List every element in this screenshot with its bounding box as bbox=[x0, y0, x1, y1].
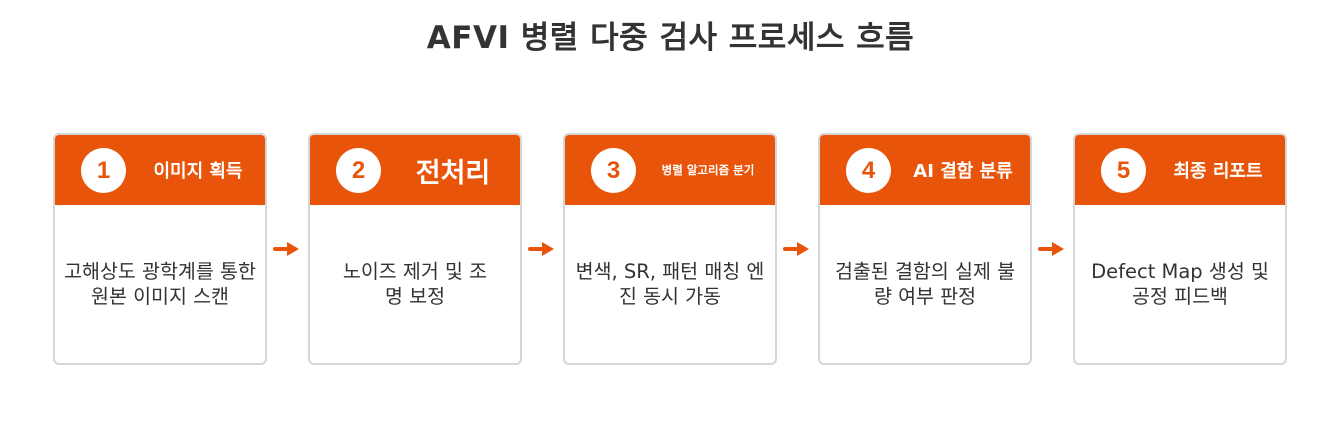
step-number-badge: 2 bbox=[336, 148, 381, 193]
step-description: 노이즈 제거 및 조명 보정 bbox=[342, 260, 488, 308]
arrow-right-icon bbox=[783, 240, 811, 258]
step-number-badge: 3 bbox=[591, 148, 636, 193]
step-title: 이미지 획득 bbox=[153, 161, 243, 182]
step-description: Defect Map 생성 및 공정 피드백 bbox=[1091, 260, 1269, 308]
arrow-right-icon bbox=[528, 240, 556, 258]
step-header: 4 AI 결함 분류 bbox=[820, 135, 1030, 205]
step-description: 고해상도 광학계를 통한 원본 이미지 스캔 bbox=[64, 260, 256, 308]
step-title: 전처리 bbox=[415, 157, 491, 189]
step-header: 2 전처리 bbox=[310, 135, 520, 205]
step-number-badge: 4 bbox=[846, 148, 891, 193]
step-card-4: 4 AI 결함 분류 검출된 결함의 실제 불량 여부 판정 bbox=[818, 133, 1032, 365]
step-number-badge: 1 bbox=[81, 148, 126, 193]
step-header: 1 이미지 획득 bbox=[55, 135, 265, 205]
step-header: 3 병렬 알고리즘 분기 bbox=[565, 135, 775, 205]
step-description: 변색, SR, 패턴 매칭 엔진 동시 가동 bbox=[575, 260, 765, 308]
step-card-5: 5 최종 리포트 Defect Map 생성 및 공정 피드백 bbox=[1073, 133, 1287, 365]
step-description: 검출된 결함의 실제 불량 여부 판정 bbox=[834, 260, 1016, 308]
step-card-2: 2 전처리 노이즈 제거 및 조명 보정 bbox=[308, 133, 522, 365]
step-title: 최종 리포트 bbox=[1173, 161, 1263, 182]
arrow-right-icon bbox=[273, 240, 301, 258]
step-card-3: 3 병렬 알고리즘 분기 변색, SR, 패턴 매칭 엔진 동시 가동 bbox=[563, 133, 777, 365]
arrow-right-icon bbox=[1038, 240, 1066, 258]
diagram-title: AFVI 병렬 다중 검사 프로세스 흐름 bbox=[426, 20, 915, 56]
step-card-1: 1 이미지 획득 고해상도 광학계를 통한 원본 이미지 스캔 bbox=[53, 133, 267, 365]
step-title: 병렬 알고리즘 분기 bbox=[661, 163, 755, 177]
step-title: AI 결함 분류 bbox=[913, 161, 1013, 182]
step-header: 5 최종 리포트 bbox=[1075, 135, 1285, 205]
step-number-badge: 5 bbox=[1101, 148, 1146, 193]
